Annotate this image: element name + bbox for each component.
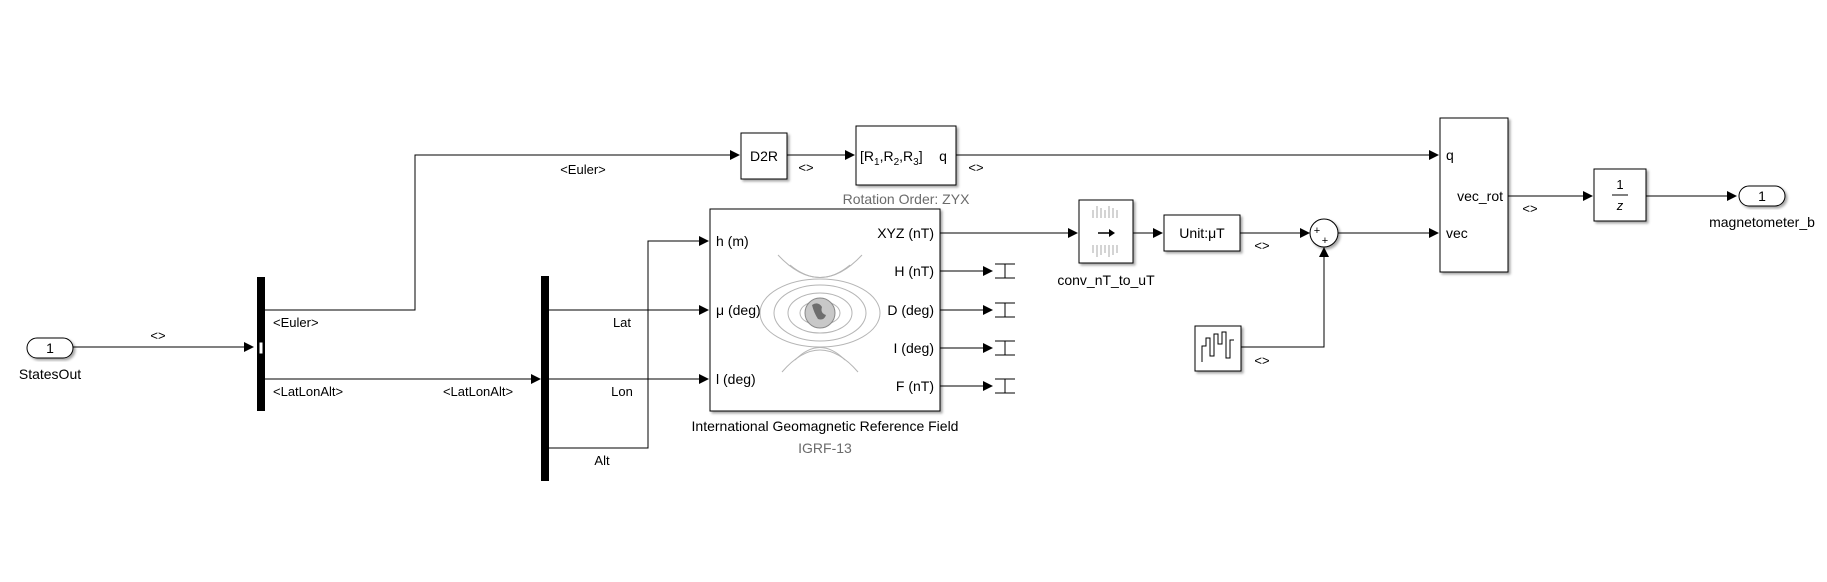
svg-text:1: 1 xyxy=(1758,188,1766,204)
igrf-name: International Geomagnetic Reference Fiel… xyxy=(692,418,959,434)
euler-top-label: <Euler> xyxy=(560,162,606,177)
svg-text:q: q xyxy=(1446,147,1454,163)
svg-text:Unit:μT: Unit:μT xyxy=(1179,225,1225,241)
magnetic-field-icon xyxy=(759,254,881,373)
svg-text:H (nT): H (nT) xyxy=(894,263,934,279)
angle-to-quaternion-block[interactable]: [R1,R2,R3] q xyxy=(855,125,957,186)
wire-noise[interactable] xyxy=(1241,257,1325,348)
svg-text:l (deg): l (deg) xyxy=(716,371,756,387)
terminator-d[interactable] xyxy=(995,302,1015,318)
igrf-subtitle: IGRF-13 xyxy=(798,440,852,456)
latlonalt-in-label: <LatLonAlt> xyxy=(443,384,513,399)
igrf-block[interactable]: h (m) μ (deg) l (deg) XYZ (nT) H (nT) D … xyxy=(709,208,941,412)
svg-text:D2R: D2R xyxy=(750,148,778,164)
outport-block[interactable]: 1 xyxy=(1738,185,1786,207)
wire-alt[interactable] xyxy=(548,240,699,449)
quat-rotate-block[interactable]: q vec vec_rot xyxy=(1439,117,1509,273)
sum-block[interactable]: + + xyxy=(1309,218,1339,248)
svg-text:F (nT): F (nT) xyxy=(896,378,934,394)
bus-selector-2[interactable] xyxy=(541,276,549,481)
svg-text:+: + xyxy=(1322,235,1328,247)
svg-text:vec: vec xyxy=(1446,225,1468,241)
rotation-order-label: Rotation Order: ZYX xyxy=(843,191,970,207)
euler-bus-label: <Euler> xyxy=(273,315,319,330)
d2r-block[interactable]: D2R xyxy=(740,132,788,180)
terminator-i[interactable] xyxy=(995,340,1015,356)
inport-block[interactable]: 1 StatesOut xyxy=(19,337,81,382)
wire-euler[interactable] xyxy=(262,154,730,311)
svg-text:I (deg): I (deg) xyxy=(894,340,934,356)
svg-text:XYZ (nT): XYZ (nT) xyxy=(877,225,934,241)
terminator-f[interactable] xyxy=(995,378,1015,394)
svg-text:vec_rot: vec_rot xyxy=(1457,188,1503,204)
terminator-h[interactable] xyxy=(995,263,1015,279)
conv-label: conv_nT_to_uT xyxy=(1057,272,1155,288)
outport-label: magnetometer_b xyxy=(1709,214,1815,230)
bus-selector-1[interactable] xyxy=(257,277,265,411)
svg-text:D (deg): D (deg) xyxy=(887,302,934,318)
vecrot-out-label: <> xyxy=(1522,201,1537,216)
svg-text:h (m): h (m) xyxy=(716,233,749,249)
unit-delay-block[interactable]: 1 z xyxy=(1593,168,1647,222)
svg-text:μ (deg): μ (deg) xyxy=(716,302,761,318)
noise-icon xyxy=(1201,331,1234,362)
svg-text:q: q xyxy=(939,148,947,164)
unit-block[interactable]: Unit:μT xyxy=(1163,214,1241,252)
subsystem-icon xyxy=(1092,206,1118,257)
svg-text:1: 1 xyxy=(46,340,54,356)
noise-out-label: <> xyxy=(1254,353,1269,368)
inport-label: StatesOut xyxy=(19,366,81,382)
svg-text:+: + xyxy=(1314,225,1320,237)
conv-nt-to-ut-block[interactable] xyxy=(1078,199,1134,264)
latlonalt-bus-label: <LatLonAlt> xyxy=(273,384,343,399)
unit-out-label: <> xyxy=(1254,238,1269,253)
lon-label: Lon xyxy=(611,384,633,399)
band-limited-noise-block[interactable] xyxy=(1194,325,1242,372)
lat-label: Lat xyxy=(613,315,631,330)
svg-text:z: z xyxy=(1616,198,1624,213)
signal-lines xyxy=(62,150,1737,449)
statesout-signal-label: <> xyxy=(150,328,165,343)
q-out-label: <> xyxy=(968,160,983,175)
alt-label: Alt xyxy=(594,453,610,468)
svg-text:1: 1 xyxy=(1616,177,1623,192)
d2r-out-label: <> xyxy=(798,160,813,175)
